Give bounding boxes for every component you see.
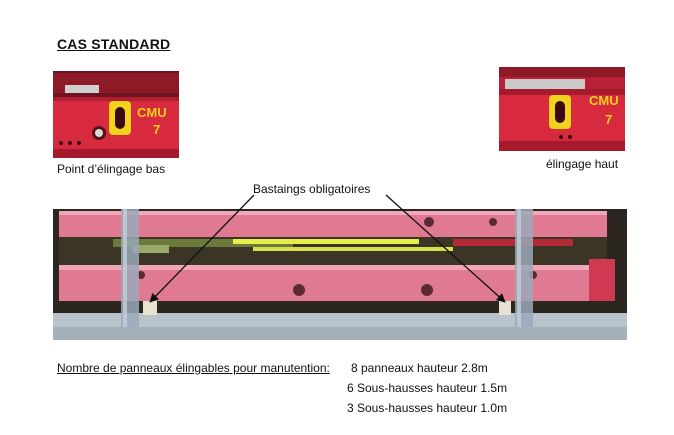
cmu-badge-label: CMU [589,93,619,108]
callout-arrow-right [385,194,506,303]
cmu-badge-value: 7 [153,122,160,137]
callout-label: Bastaings obligatoires [253,182,371,196]
page-title: CAS STANDARD [57,36,171,52]
left-detail-photo: CMU 7 [53,71,179,158]
info-line-2: 6 Sous-hausses hauteur 1.5m [347,381,508,395]
right-detail-caption: élingage haut [546,157,619,171]
info-line-3: 3 Sous-hausses hauteur 1.0m [347,401,508,415]
cmu-badge-label: CMU [137,105,167,120]
right-detail-photo: CMU 7 [499,67,625,151]
panels-stack-photo [53,209,627,340]
info-line-1: 8 panneaux hauteur 2.8m [351,361,488,375]
left-detail-caption: Point d’élingage bas [57,162,166,176]
info-heading: Nombre de panneaux élingables pour manut… [57,361,330,375]
callout-arrow-left [149,194,255,303]
cmu-badge-value: 7 [605,112,612,127]
